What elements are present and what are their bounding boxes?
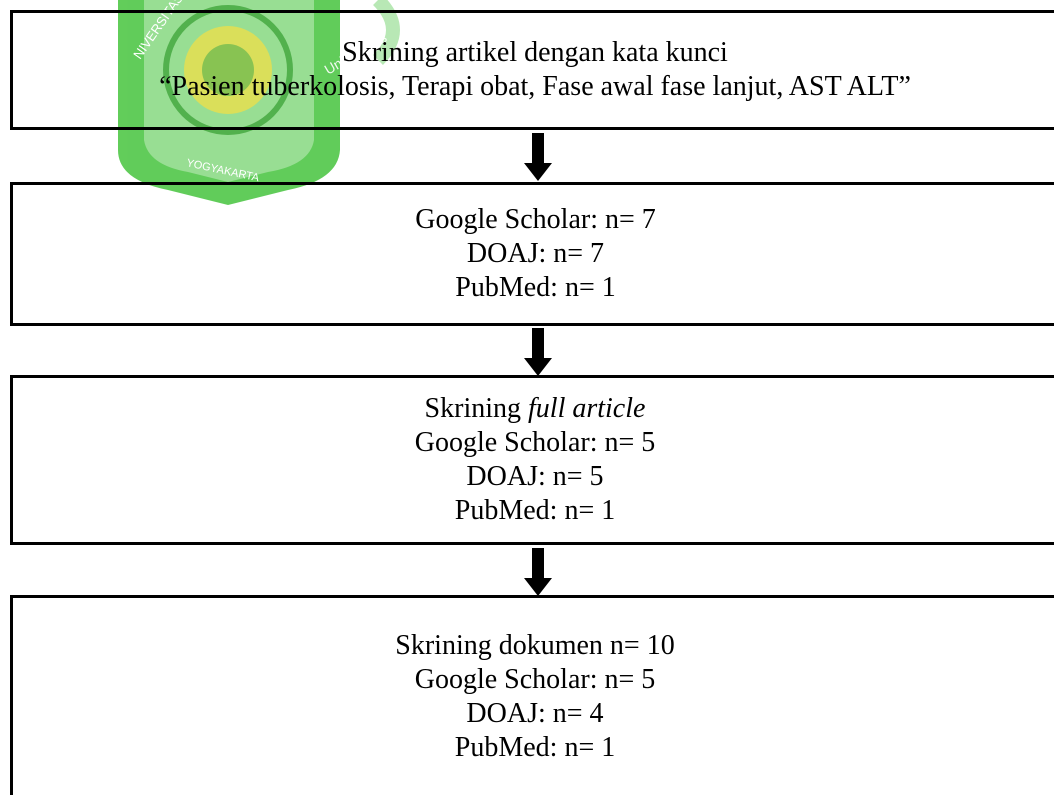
keyword-screening-box: Skrining artikel dengan kata kunci “Pasi… [10,10,1054,130]
keyword-list: “Pasien tuberkolosis, Terapi obat, Fase … [159,71,911,102]
doaj-count: DOAJ: n= 7 [466,238,605,269]
google-scholar-count: Google Scholar: n= 5 [414,663,656,695]
full-article-screening-title: Skrining full article [425,392,646,426]
pubmed-count: PubMed: n= 1 [455,272,616,303]
google-scholar-count: Google Scholar: n= 7 [415,204,656,235]
pubmed-count: PubMed: n= 1 [454,495,616,526]
doaj-count: DOAJ: n= 4 [466,697,604,729]
document-screening-box: Skrining dokumen n= 10 Google Scholar: n… [10,595,1054,795]
full-article-italic: full article [528,393,646,424]
pubmed-count: PubMed: n= 1 [454,731,616,763]
down-arrow-icon [524,328,552,376]
doaj-count: DOAJ: n= 5 [466,461,604,492]
full-article-screening-box: Skrining full article Google Scholar: n=… [10,375,1054,545]
full-article-prefix: Skrining [424,393,529,424]
google-scholar-count: Google Scholar: n= 5 [414,427,656,458]
down-arrow-icon [524,548,552,596]
keyword-screening-title: Skrining artikel dengan kata kunci [342,37,728,68]
initial-results-box: Google Scholar: n= 7 DOAJ: n= 7 PubMed: … [10,182,1054,326]
down-arrow-icon [524,133,552,181]
document-screening-title: Skrining dokumen n= 10 [395,629,675,661]
